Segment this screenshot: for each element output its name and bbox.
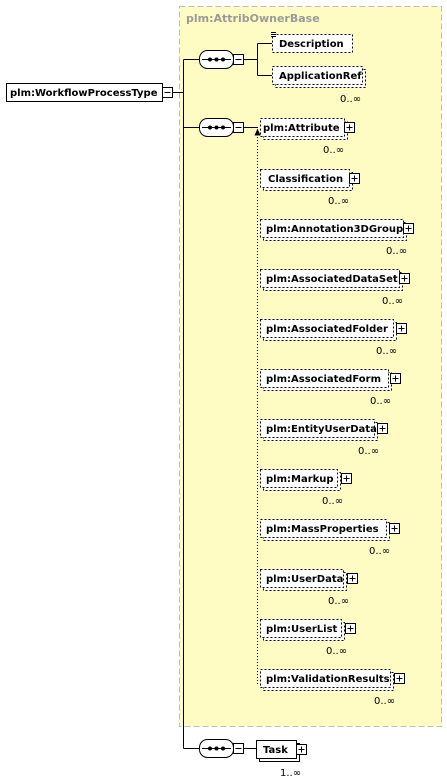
- element-userlist-label: plm:UserList: [266, 624, 338, 635]
- element-entityuserdata-label: plm:EntityUserData: [266, 424, 377, 435]
- base-type-title: plm:AttribOwnerBase: [186, 12, 320, 25]
- element-application-ref-label: ApplicationRef: [279, 71, 362, 82]
- markup-occurrence: 0..∞: [322, 496, 343, 507]
- element-massproperties[interactable]: plm:MassProperties: [260, 519, 390, 541]
- element-userlist[interactable]: plm:UserList: [260, 619, 345, 641]
- element-application-ref[interactable]: ApplicationRef: [272, 66, 366, 88]
- validationresults-expand-button[interactable]: [394, 673, 405, 684]
- element-annotation3dgroup[interactable]: plm:Annotation3DGroup: [260, 219, 407, 241]
- massproperties-expand-button[interactable]: [389, 523, 400, 534]
- element-classification[interactable]: Classification: [260, 169, 353, 191]
- associatedform-occurrence: 0..∞: [370, 396, 391, 407]
- element-userdata-label: plm:UserData: [266, 574, 343, 585]
- task-occurrence: 1..∞: [280, 768, 301, 779]
- element-validationresults[interactable]: plm:ValidationResults: [260, 669, 394, 691]
- element-associatedform-label: plm:AssociatedForm: [266, 374, 381, 385]
- sequence-compositor-2[interactable]: [199, 118, 234, 137]
- markup-expand-button[interactable]: [341, 473, 352, 484]
- documentation-icon: [271, 32, 276, 37]
- annotation3dgroup-expand-button[interactable]: [403, 223, 414, 234]
- userdata-expand-button[interactable]: [347, 573, 358, 584]
- classification-occurrence: 0..∞: [328, 196, 349, 207]
- element-associateddataset[interactable]: plm:AssociatedDataSet: [260, 269, 403, 291]
- sequence-compositor-1[interactable]: [199, 50, 234, 69]
- userdata-occurrence: 0..∞: [328, 596, 349, 607]
- element-userdata[interactable]: plm:UserData: [260, 569, 347, 591]
- annotation3dgroup-occurrence: 0..∞: [386, 246, 407, 257]
- element-description[interactable]: Description: [272, 34, 353, 53]
- sequence-1-collapse-toggle[interactable]: [233, 54, 244, 65]
- massproperties-occurrence: 0..∞: [369, 546, 390, 557]
- sequence-compositor-3[interactable]: [199, 739, 234, 758]
- entityuserdata-expand-button[interactable]: [377, 423, 388, 434]
- attribute-expand-button[interactable]: [344, 122, 355, 133]
- userlist-occurrence: 0..∞: [326, 646, 347, 657]
- element-markup[interactable]: plm:Markup: [260, 469, 341, 491]
- element-entityuserdata[interactable]: plm:EntityUserData: [260, 419, 378, 441]
- element-task-label: Task: [263, 745, 288, 756]
- sequence-2-collapse-toggle[interactable]: [233, 122, 244, 133]
- element-attribute-label: plm:Attribute: [263, 123, 340, 134]
- element-annotation3dgroup-label: plm:Annotation3DGroup: [266, 224, 403, 235]
- element-task[interactable]: Task: [256, 740, 300, 762]
- classification-expand-button[interactable]: [349, 173, 360, 184]
- element-markup-label: plm:Markup: [266, 474, 334, 485]
- task-expand-button[interactable]: [296, 744, 307, 755]
- base-type-region: [179, 6, 442, 727]
- element-validationresults-label: plm:ValidationResults: [266, 674, 390, 685]
- associatedfolder-expand-button[interactable]: [396, 323, 407, 334]
- associateddataset-occurrence: 0..∞: [382, 296, 403, 307]
- root-element[interactable]: plm:WorkflowProcessType: [6, 83, 163, 102]
- sequence-3-collapse-toggle[interactable]: [233, 743, 244, 754]
- element-associatedfolder[interactable]: plm:AssociatedFolder: [260, 319, 397, 341]
- root-expand-toggle[interactable]: [162, 87, 173, 98]
- associatedform-expand-button[interactable]: [390, 373, 401, 384]
- element-associatedform[interactable]: plm:AssociatedForm: [260, 369, 392, 391]
- element-massproperties-label: plm:MassProperties: [266, 524, 379, 535]
- root-element-label: plm:WorkflowProcessType: [10, 88, 158, 99]
- element-attribute[interactable]: plm:Attribute: [260, 118, 348, 140]
- element-associatedfolder-label: plm:AssociatedFolder: [266, 324, 388, 335]
- associatedfolder-occurrence: 0..∞: [376, 346, 397, 357]
- element-classification-label: Classification: [268, 174, 343, 185]
- userlist-expand-button[interactable]: [345, 623, 356, 634]
- element-description-label: Description: [279, 39, 344, 50]
- application-ref-occurrence: 0..∞: [340, 94, 361, 105]
- substitution-arrow-icon: [254, 128, 261, 136]
- entityuserdata-occurrence: 0..∞: [358, 446, 379, 457]
- associateddataset-expand-button[interactable]: [399, 273, 410, 284]
- validationresults-occurrence: 0..∞: [374, 696, 395, 707]
- attribute-occurrence: 0..∞: [323, 145, 344, 156]
- element-associateddataset-label: plm:AssociatedDataSet: [266, 274, 398, 285]
